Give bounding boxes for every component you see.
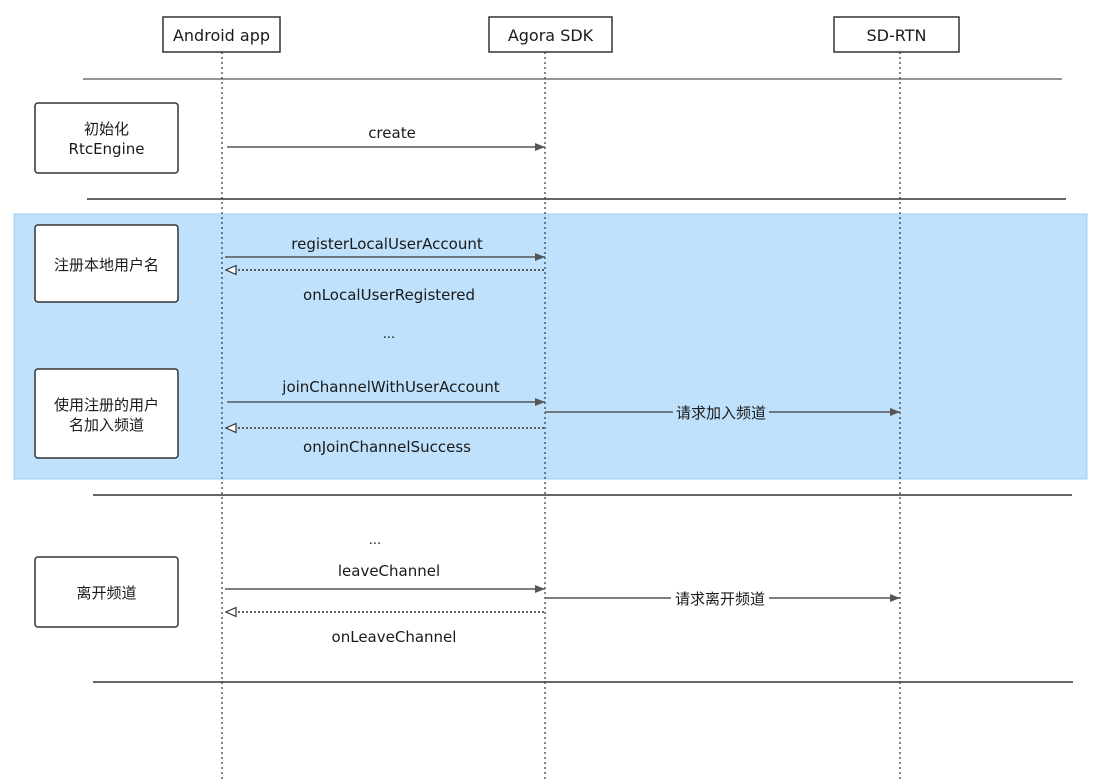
- message-register-label: registerLocalUserAccount: [291, 235, 483, 253]
- message-on-local-user-registered: onLocalUserRegistered: [226, 270, 545, 304]
- message-request-join-channel: 请求加入频道: [545, 404, 900, 422]
- phase-join: 使用注册的用户 名加入频道: [34, 368, 179, 459]
- participant-rtn-label: SD-RTN: [867, 26, 927, 45]
- phase-leave-line-1: 离开频道: [76, 584, 136, 602]
- message-leave-channel: leaveChannel: [225, 562, 545, 593]
- phase-leave: 离开频道: [34, 556, 179, 628]
- message-on-leave-channel-label: onLeaveChannel: [332, 628, 457, 646]
- message-create-label: create: [368, 124, 416, 142]
- message-leave-label: leaveChannel: [338, 562, 440, 580]
- message-on-join-channel-success-label: onJoinChannelSuccess: [303, 438, 471, 456]
- participant-sdk: Agora SDK: [488, 16, 613, 53]
- participant-app-label: Android app: [173, 26, 270, 45]
- highlight-region: [13, 213, 1088, 480]
- message-create: create: [227, 124, 545, 151]
- participant-rtn: SD-RTN: [833, 16, 960, 53]
- message-on-leave-channel: onLeaveChannel: [226, 612, 545, 646]
- message-join-label: joinChannelWithUserAccount: [281, 378, 500, 396]
- phase-join-line-2: 名加入频道: [69, 416, 144, 434]
- phase-init-line-2: RtcEngine: [69, 140, 145, 158]
- message-request-join-label: 请求加入频道: [676, 404, 766, 422]
- message-on-join-channel-success: onJoinChannelSuccess: [226, 428, 545, 456]
- phase-register: 注册本地用户名: [34, 224, 179, 303]
- message-register-local-user-account: registerLocalUserAccount: [225, 235, 545, 261]
- message-request-leave-channel: 请求离开频道: [545, 590, 900, 608]
- message-join-channel-with-user-account: joinChannelWithUserAccount: [227, 378, 545, 406]
- ellipsis-label: ...: [383, 327, 395, 342]
- participant-app: Android app: [162, 16, 281, 53]
- participant-sdk-label: Agora SDK: [508, 26, 594, 45]
- phase-join-line-1: 使用注册的用户: [54, 396, 159, 414]
- ellipsis-label: ...: [369, 533, 381, 548]
- phase-init-line-1: 初始化: [84, 120, 129, 138]
- phase-init: 初始化 RtcEngine: [34, 102, 179, 174]
- message-request-leave-label: 请求离开频道: [675, 590, 765, 608]
- phase-register-line-1: 注册本地用户名: [54, 256, 159, 274]
- message-on-local-user-registered-label: onLocalUserRegistered: [303, 286, 475, 304]
